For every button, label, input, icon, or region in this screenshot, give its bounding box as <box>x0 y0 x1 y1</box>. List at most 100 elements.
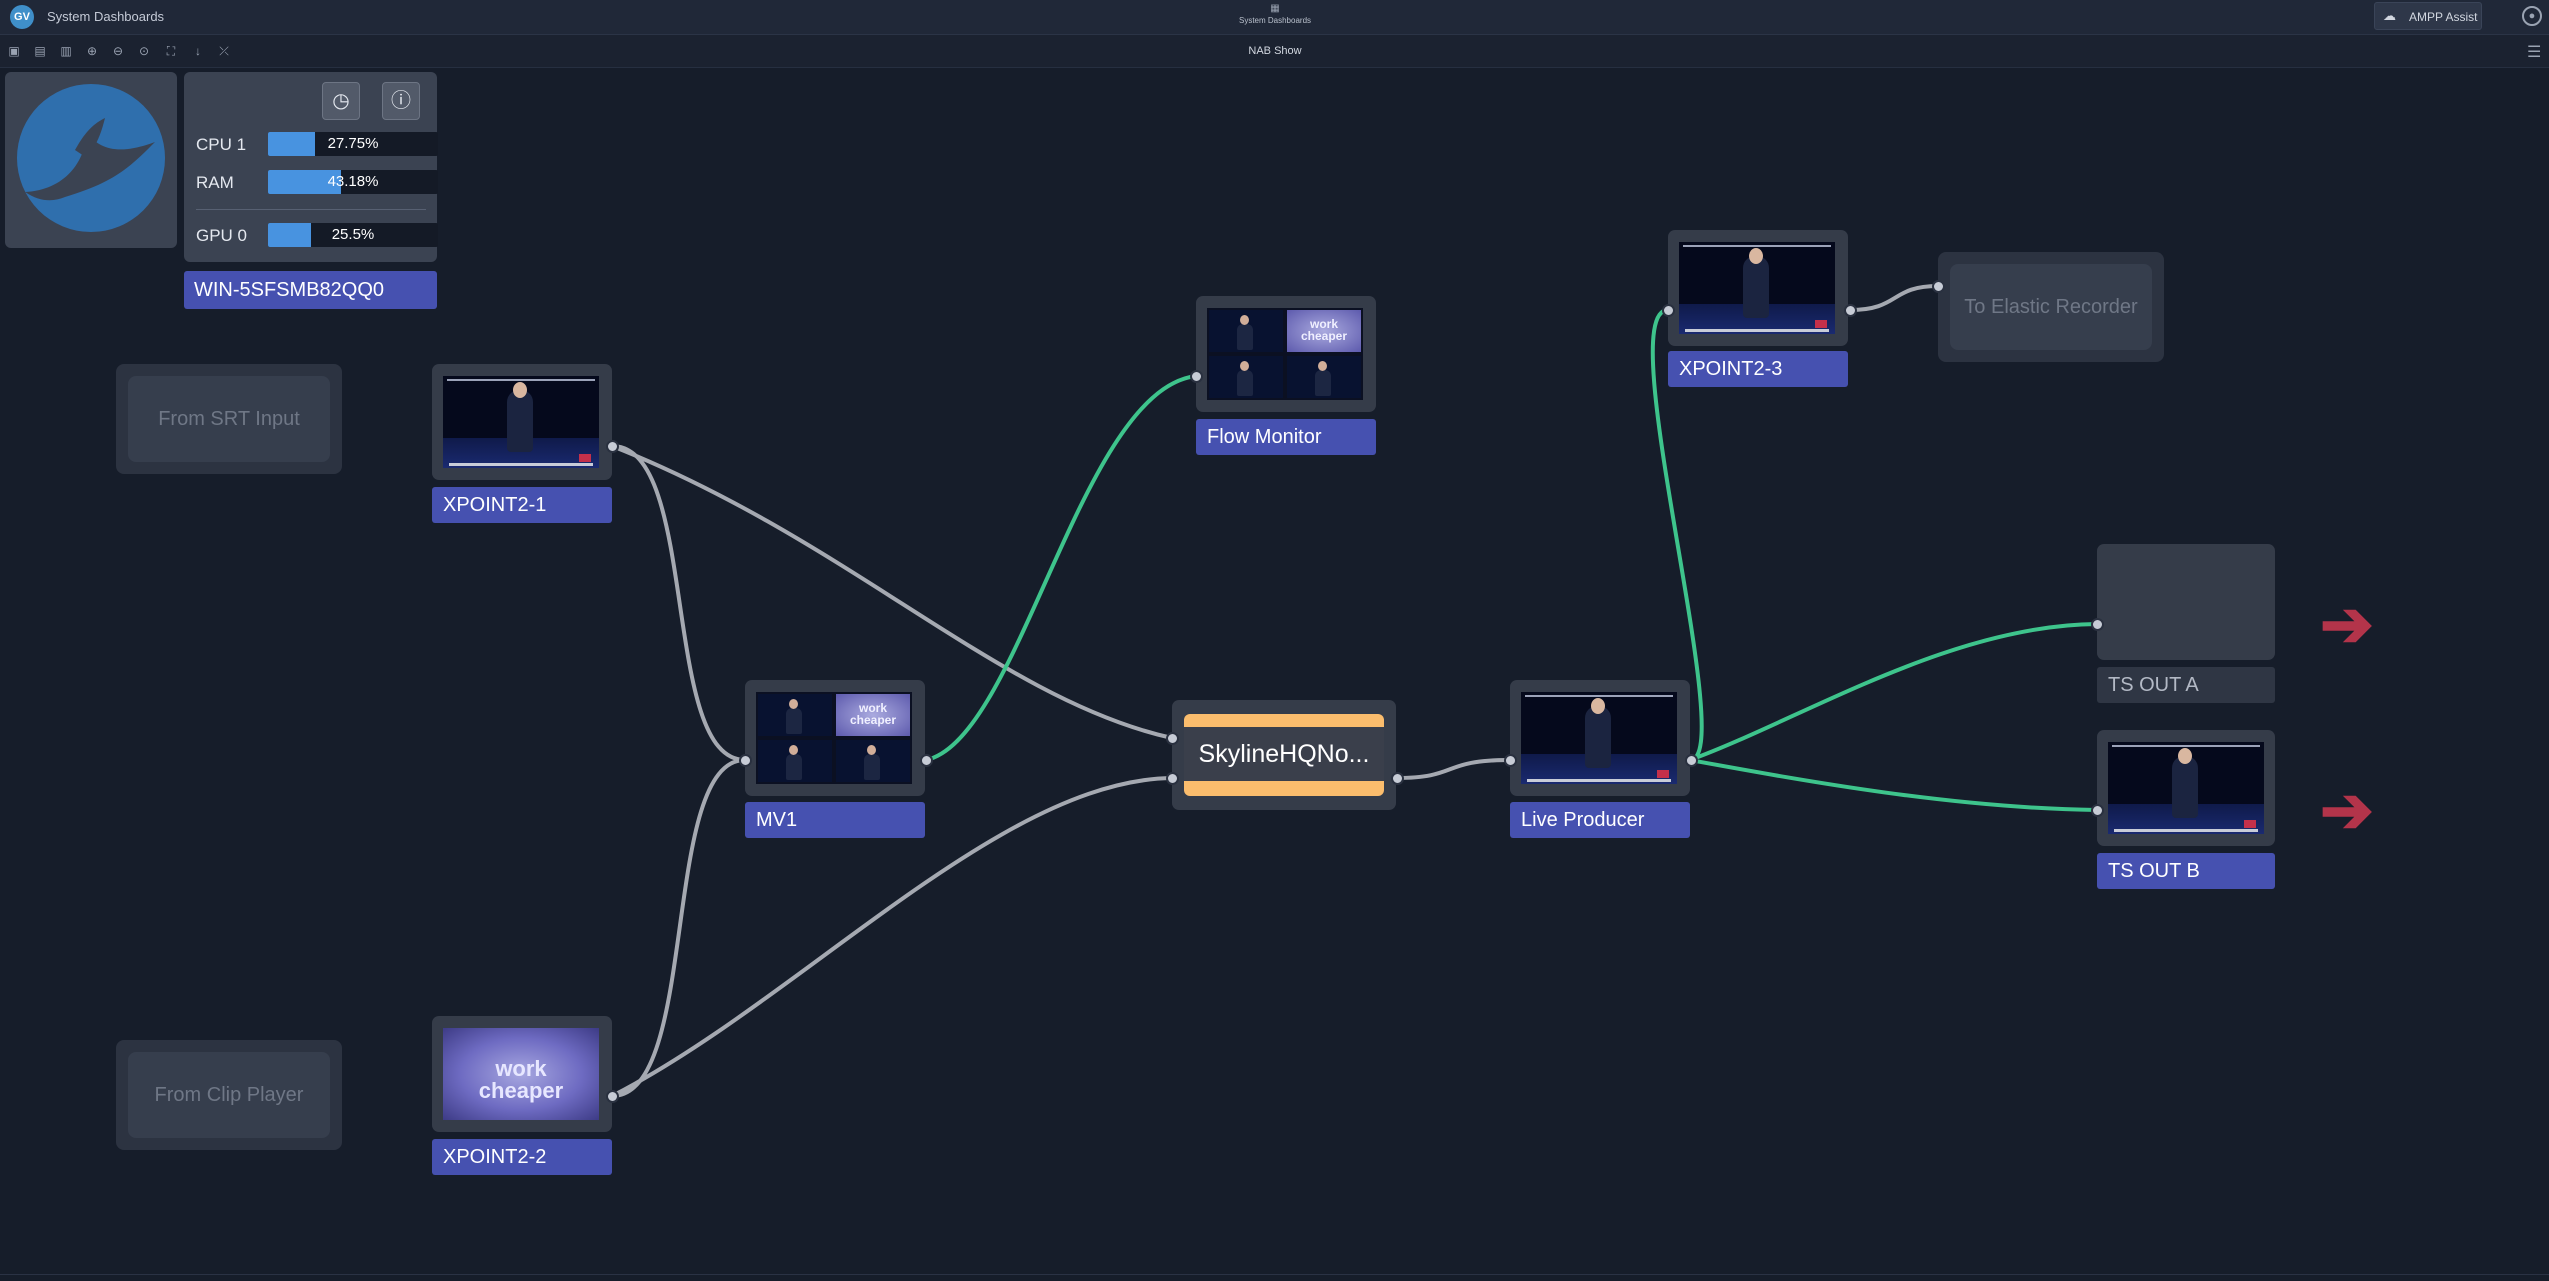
xpoint2-1-label[interactable]: XPOINT2-1 <box>432 487 612 523</box>
wire-skyline-live-producer[interactable] <box>1394 758 1512 780</box>
flow-monitor-quad-2-text-line2: cheaper <box>1300 329 1348 343</box>
to-elastic-recorder-node[interactable]: To Elastic Recorder <box>1938 252 2164 362</box>
xpoint2-2-output-port[interactable] <box>606 1090 619 1103</box>
ts-out-b-thumbnail-presenter <box>2172 756 2198 818</box>
flow-monitor-input-port[interactable] <box>1190 370 1203 383</box>
gv-logo[interactable]: GV <box>10 5 34 29</box>
ram-usage-fill <box>268 170 342 194</box>
disconnect-icon[interactable]: ⤫ <box>219 44 229 58</box>
xpoint2-2-thumbnail-text-line1: work <box>495 1056 547 1081</box>
xpoint2-1-thumbnail-presenter <box>507 390 533 452</box>
skyline-processor-node[interactable]: SkylineHQNo... <box>1172 700 1396 810</box>
ts-out-a-node[interactable] <box>2097 544 2275 660</box>
mv1-output-port[interactable] <box>920 754 933 767</box>
ampp-assist-button[interactable]: ☁ AMPP Assist <box>2374 2 2482 30</box>
flow-monitor-quad-3 <box>1209 356 1283 398</box>
skyline-input-port-2[interactable] <box>1166 772 1179 785</box>
wire-xp2-skyline[interactable] <box>610 776 1174 1098</box>
mv1-quad-3-presenter <box>786 754 802 780</box>
host-name-label[interactable]: WIN-5SFSMB82QQ0 <box>184 271 437 309</box>
gpu-usage-bar: 25.5% <box>268 223 438 247</box>
live-producer-thumbnail <box>1521 692 1677 784</box>
skyline-output-port[interactable] <box>1391 772 1404 785</box>
ampp-assist-label: AMPP Assist <box>2409 10 2478 24</box>
flow-monitor-quad-4-presenter <box>1315 370 1331 396</box>
wire-xp3-elastic[interactable] <box>1848 284 1940 312</box>
xpoint2-3-thumbnail-strip <box>1685 329 1829 332</box>
to-elastic-recorder-input-port[interactable] <box>1932 280 1945 293</box>
delete-icon[interactable]: ▥ <box>60 44 72 58</box>
user-icon[interactable]: ● <box>2522 6 2542 26</box>
live-producer-thumbnail-tag <box>1657 770 1669 778</box>
live-producer-node[interactable] <box>1510 680 1690 796</box>
flow-monitor-quad-1-presenter <box>1237 324 1253 350</box>
zoom-out-icon[interactable]: ⊖ <box>112 44 124 58</box>
xpoint2-3-label[interactable]: XPOINT2-3 <box>1668 351 1848 387</box>
gpu-stat-label: GPU 0 <box>196 226 248 245</box>
from-clip-player-node[interactable]: From Clip Player <box>116 1040 342 1150</box>
mv1-quad-1-presenter <box>786 708 802 734</box>
zoom-fit-icon[interactable]: ⊙ <box>138 44 150 58</box>
wire-xp2-mv1[interactable] <box>610 758 747 1098</box>
xpoint2-3-input-port[interactable] <box>1662 304 1675 317</box>
dashboard-switcher[interactable]: ▦ System Dashboards <box>1220 3 1330 26</box>
ts-out-b-node[interactable] <box>2097 730 2275 846</box>
xpoint2-1-thumbnail-tag <box>579 454 591 462</box>
gpu-stat: GPU 0 25.5% <box>196 223 438 247</box>
ts-out-a-input-port[interactable] <box>2091 618 2104 631</box>
wire-live-producer-ts-out-b[interactable] <box>1688 758 2099 812</box>
ts-out-b-label[interactable]: TS OUT B <box>2097 853 2275 889</box>
host-logo-panel <box>5 72 177 248</box>
save-icon[interactable]: ▣ <box>8 44 20 58</box>
dashboard-icon: ▦ <box>1270 3 1280 14</box>
skyline-input-port-1[interactable] <box>1166 732 1179 745</box>
xpoint2-3-node[interactable] <box>1668 230 1848 346</box>
wire-xp1-mv1[interactable] <box>610 444 747 762</box>
new-icon[interactable]: ▤ <box>34 44 46 58</box>
from-srt-input-label: From SRT Input <box>158 407 300 430</box>
hamburger-menu-icon[interactable]: ☰ <box>2527 44 2542 61</box>
gpu-usage-fill <box>268 223 312 247</box>
from-srt-input-node[interactable]: From SRT Input <box>116 364 342 474</box>
from-srt-input-inner <box>128 376 330 462</box>
wire-live-producer-xp3[interactable] <box>1650 308 1704 762</box>
cpu-stat-label: CPU 1 <box>196 135 247 154</box>
xpoint2-3-thumbnail-tag <box>1815 320 1827 328</box>
live-producer-thumbnail-presenter-head <box>1591 698 1605 714</box>
live-producer-label[interactable]: Live Producer <box>1510 802 1690 838</box>
flow-monitor-quad-1-presenter-head <box>1240 315 1249 325</box>
ts-out-b-input-port[interactable] <box>2091 804 2104 817</box>
to-elastic-recorder-inner <box>1950 264 2152 350</box>
wire-live-producer-ts-out-a[interactable] <box>1688 622 2099 762</box>
xpoint2-1-node[interactable] <box>432 364 612 480</box>
wire-mv1-flow-monitor[interactable] <box>924 374 1198 762</box>
xpoint2-3-output-port[interactable] <box>1844 304 1857 317</box>
fit-screen-icon[interactable]: ⛶ <box>166 44 176 58</box>
info-icon[interactable]: ⓘ <box>382 82 420 120</box>
wire-xp1-skyline[interactable] <box>610 444 1174 740</box>
live-producer-input-port[interactable] <box>1504 754 1517 767</box>
mv1-input-port[interactable] <box>739 754 752 767</box>
ts-out-a-label[interactable]: TS OUT A <box>2097 667 2275 703</box>
xpoint2-1-thumbnail-top-line <box>447 379 595 381</box>
xpoint2-2-label[interactable]: XPOINT2-2 <box>432 1139 612 1175</box>
mv1-label[interactable]: MV1 <box>745 802 925 838</box>
zoom-in-icon[interactable]: ⊕ <box>86 44 98 58</box>
flow-monitor-label[interactable]: Flow Monitor <box>1196 419 1376 455</box>
live-producer-thumbnail-top-line <box>1525 695 1673 697</box>
to-elastic-recorder-label: To Elastic Recorder <box>1964 295 2138 318</box>
clock-icon[interactable]: ◷ <box>322 82 360 120</box>
download-icon[interactable]: ↓ <box>195 44 201 58</box>
app-title: System Dashboards <box>47 9 165 24</box>
flow-monitor-quad-4 <box>1287 356 1361 398</box>
xpoint2-1-thumbnail-strip <box>449 463 593 466</box>
xpoint2-3-thumbnail-presenter-head <box>1749 248 1763 264</box>
live-producer-output-port[interactable] <box>1685 754 1698 767</box>
xpoint2-1-output-port[interactable] <box>606 440 619 453</box>
